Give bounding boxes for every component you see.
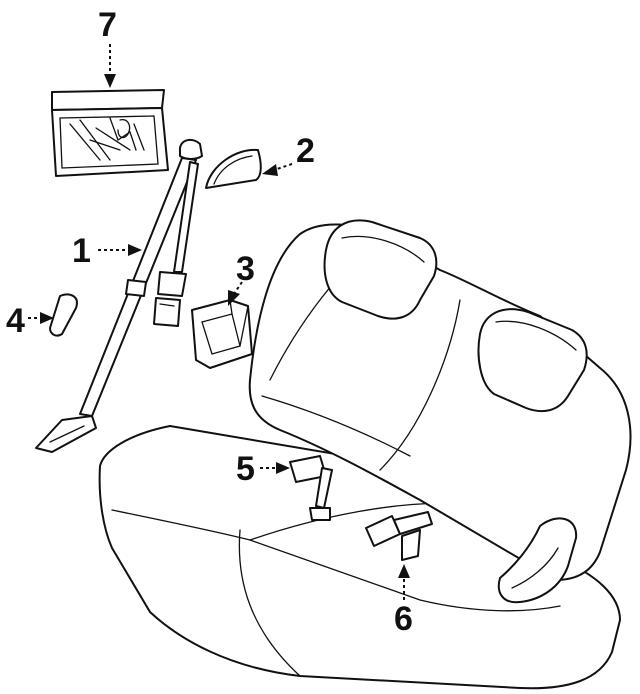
callout-3: 3 (236, 250, 255, 288)
part-4-cover (49, 293, 78, 337)
part-2-trim-cover (205, 148, 262, 189)
callout-7: 7 (98, 6, 117, 44)
rear-bench-seat (98, 219, 632, 690)
part-1-seat-belt-assembly (35, 138, 203, 453)
part-3-trim-bezel (191, 299, 253, 369)
leader-lines (28, 44, 410, 600)
callout-labels: 7 2 1 3 4 5 6 (6, 6, 413, 638)
callout-5: 5 (236, 450, 255, 488)
callout-4: 4 (6, 302, 25, 340)
part-5-center-buckle (289, 455, 333, 521)
callout-6: 6 (394, 600, 413, 638)
part-7-label-placard (51, 89, 169, 177)
part-6-rear-outboard-belt (365, 511, 433, 561)
callout-1: 1 (72, 232, 91, 270)
callout-2: 2 (296, 132, 315, 170)
